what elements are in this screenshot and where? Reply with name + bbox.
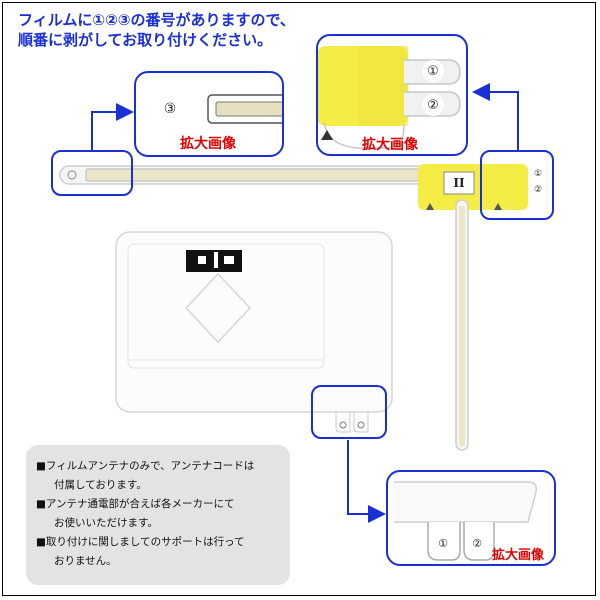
- circle-number-three: ③: [158, 97, 182, 121]
- circle-number-two: ②: [422, 94, 444, 116]
- zoom-label-bottom-right: 拡大画像: [492, 548, 545, 563]
- small-circle-one: ①: [532, 168, 544, 180]
- heading-line-2: 順番に剥がしてお取り付けください。: [18, 31, 273, 49]
- heading-line-1: フィルムに①②③の番号がありますので、: [18, 11, 295, 29]
- zoom-circle-one: ①: [436, 536, 450, 550]
- highlight-box-film-tab: [311, 385, 387, 439]
- zoom-film-end-graphic: [207, 94, 282, 124]
- heading: フィルムに①②③の番号がありますので、 順番に剥がしてお取り付けください。: [18, 10, 295, 50]
- note-line-1: ■フィルムアンテナのみで、アンテナコードは: [36, 460, 255, 472]
- zoom-label-top-right: 拡大画像: [362, 137, 418, 153]
- circle-number-one: ①: [422, 60, 444, 82]
- notes-box: ■フィルムアンテナのみで、アンテナコードは 付属しております。 ■アンテナ通電部…: [26, 445, 290, 585]
- zoom-box-top-left: ③ 拡大画像: [134, 71, 284, 157]
- zoom-circle-two: ②: [470, 536, 484, 550]
- note-line-2: 付属しております。: [54, 479, 147, 491]
- highlight-box-right-end: [480, 150, 554, 220]
- note-line-3: ■アンテナ通電部が合えば各メーカーにて: [36, 498, 235, 510]
- note-line-6: おりません。: [54, 555, 117, 567]
- note-line-5: ■取り付けに関しましてのサポートは行って: [36, 536, 245, 548]
- zoom-box-bottom-right: ① ② 拡大画像: [386, 470, 556, 566]
- small-circle-two: ②: [532, 184, 544, 196]
- highlight-box-left-end: [51, 150, 133, 196]
- zoom-box-top-right: ① ② 拡大画像: [316, 34, 468, 156]
- zoom-label-top-left: 拡大画像: [180, 136, 236, 152]
- note-line-4: お使いいただけます。: [54, 517, 158, 529]
- antenna-label: II: [453, 176, 465, 190]
